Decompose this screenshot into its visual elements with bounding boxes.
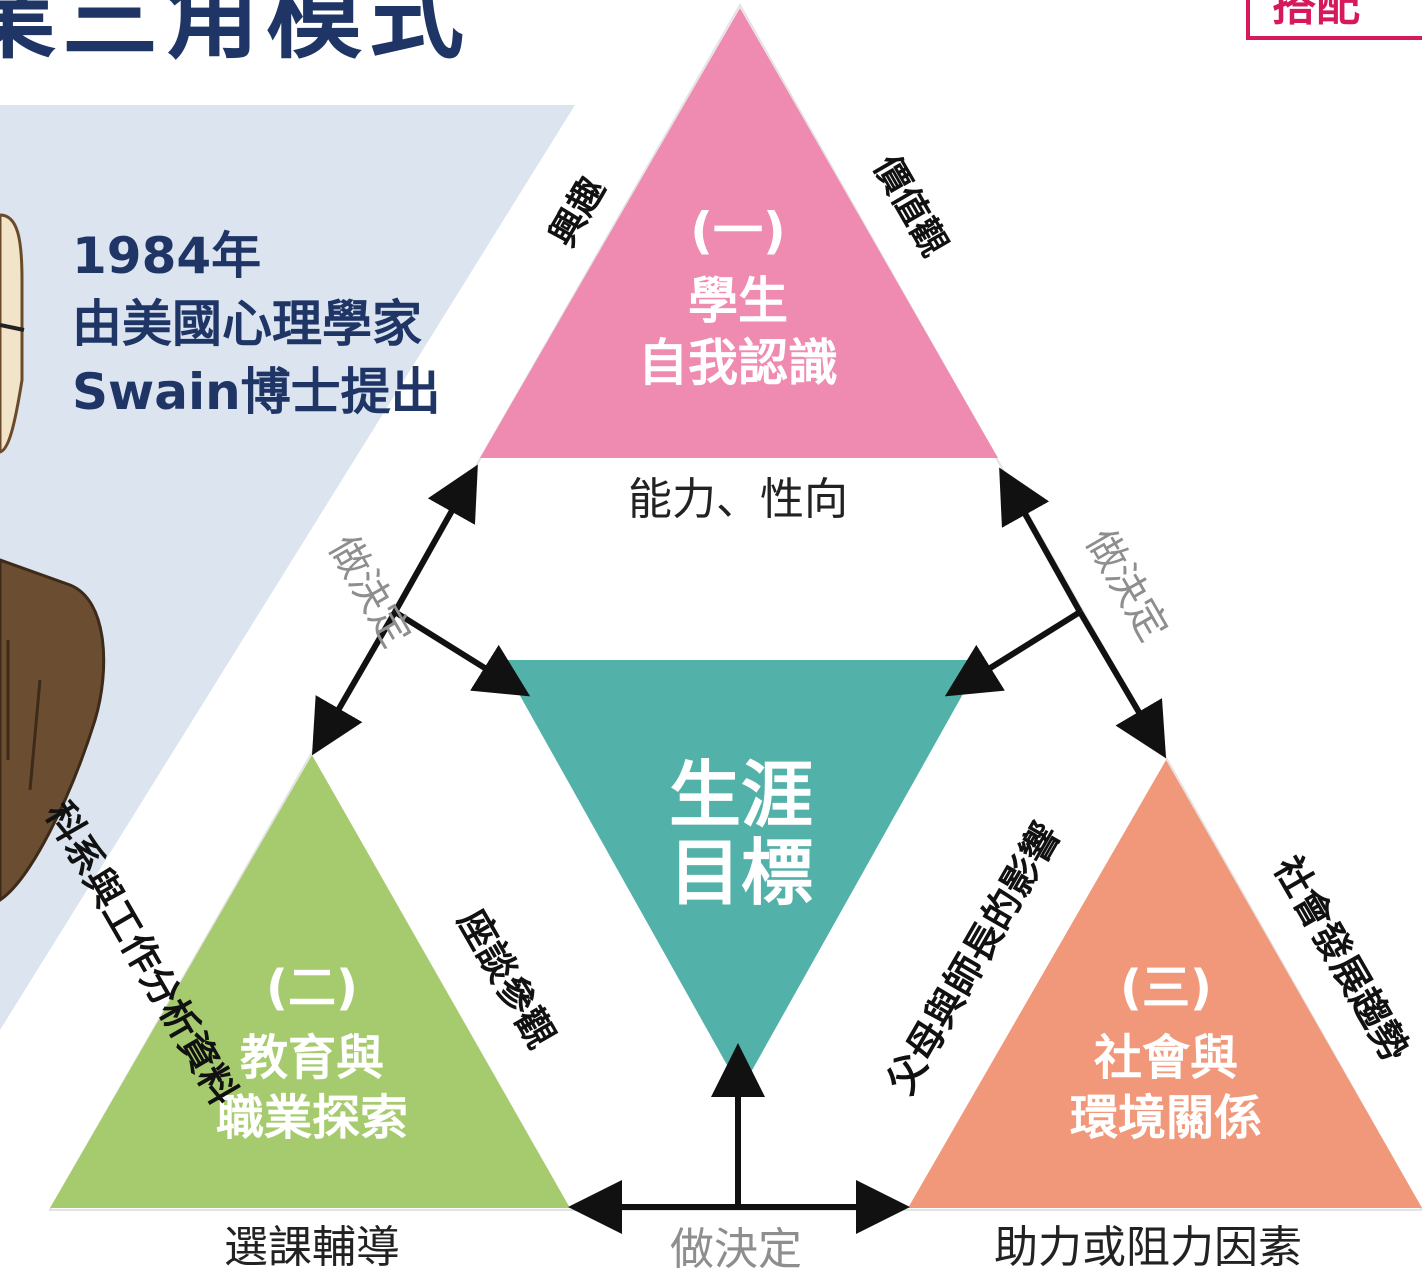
page-title: 業三角模式 — [0, 0, 470, 72]
decision-arrows — [311, 464, 1167, 1234]
left-triangle-number: (二) — [266, 960, 358, 1016]
left-triangle-title-line2: 職業探索 — [216, 1090, 408, 1146]
top-triangle-title-line2: 自我認識 — [638, 334, 838, 392]
left-triangle-title-line1: 教育與 — [240, 1030, 384, 1086]
arrow-to-top-left — [392, 464, 478, 614]
decision-label-bottom: 做決定 — [670, 1224, 802, 1274]
center-title-line2: 目標 — [669, 831, 813, 915]
intro-text: 1984年 由美國心理學家 Swain博士提出 — [72, 222, 441, 426]
intro-year: 1984年 — [72, 227, 262, 285]
arrow-to-left-triangle — [311, 610, 398, 756]
intro-origin: 由美國心理學家 — [72, 295, 422, 353]
center-title-line1: 生涯 — [669, 753, 813, 837]
label-ability-aptitude: 能力、性向 — [628, 474, 848, 525]
top-triangle-number: (一) — [690, 202, 786, 260]
background-panel — [0, 105, 575, 1030]
right-triangle-title-line2: 環境關係 — [1070, 1090, 1262, 1146]
label-support-barrier-factors: 助力或阻力因素 — [994, 1222, 1302, 1273]
corner-tag: 搭配 — [1246, 0, 1422, 40]
person-illustration — [0, 213, 106, 902]
education-exploration-triangle — [50, 755, 570, 1208]
arrow-to-right-triangle — [1077, 610, 1167, 759]
arrow-to-top-right — [999, 467, 1083, 614]
environment-relations-triangle — [908, 760, 1422, 1208]
label-course-guidance: 選課輔導 — [224, 1222, 400, 1273]
label-interest: 興趣 — [542, 171, 614, 254]
arrow-left-to-center — [393, 609, 531, 697]
top-triangle-title-line1: 學生 — [688, 272, 788, 330]
career-goal-triangle — [500, 660, 982, 1090]
right-triangle-title-line1: 社會與 — [1094, 1030, 1238, 1086]
intro-proposer: Swain博士提出 — [72, 363, 441, 421]
arrow-right-to-center — [944, 609, 1082, 697]
right-triangle-number: (三) — [1120, 960, 1212, 1016]
label-values: 價值觀 — [865, 148, 955, 263]
self-awareness-triangle — [480, 8, 998, 458]
